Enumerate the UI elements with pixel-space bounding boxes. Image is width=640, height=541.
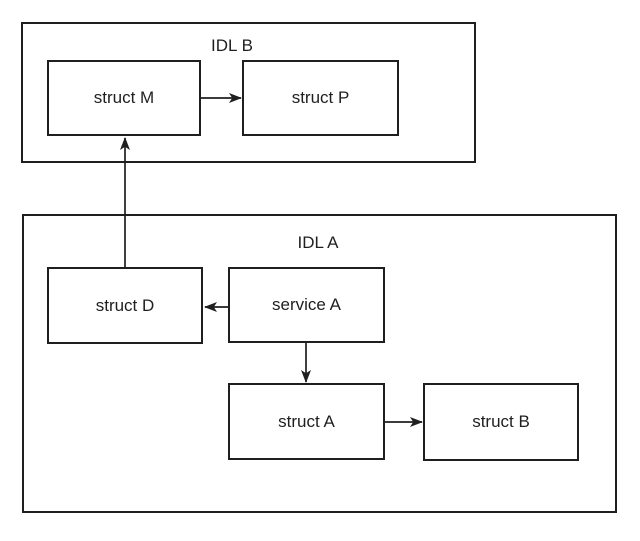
node-struct-p: struct P bbox=[242, 60, 399, 136]
node-struct-a: struct A bbox=[228, 383, 385, 460]
node-struct-d: struct D bbox=[47, 267, 203, 344]
node-label-struct-d: struct D bbox=[95, 295, 155, 315]
node-struct-b: struct B bbox=[423, 383, 579, 461]
node-struct-m: struct M bbox=[47, 60, 201, 136]
node-label-struct-a: struct A bbox=[278, 411, 335, 431]
node-label-struct-m: struct M bbox=[93, 88, 155, 107]
group-label-idl-a: IDL A bbox=[297, 233, 339, 252]
node-label-struct-p: struct P bbox=[291, 88, 350, 107]
group-label-idl-b: IDL B bbox=[211, 36, 253, 55]
node-label-service-a: service A bbox=[272, 295, 341, 314]
group-idl-a bbox=[22, 214, 617, 513]
node-label-struct-b: struct B bbox=[472, 412, 530, 431]
node-service-a: service A bbox=[228, 267, 385, 343]
